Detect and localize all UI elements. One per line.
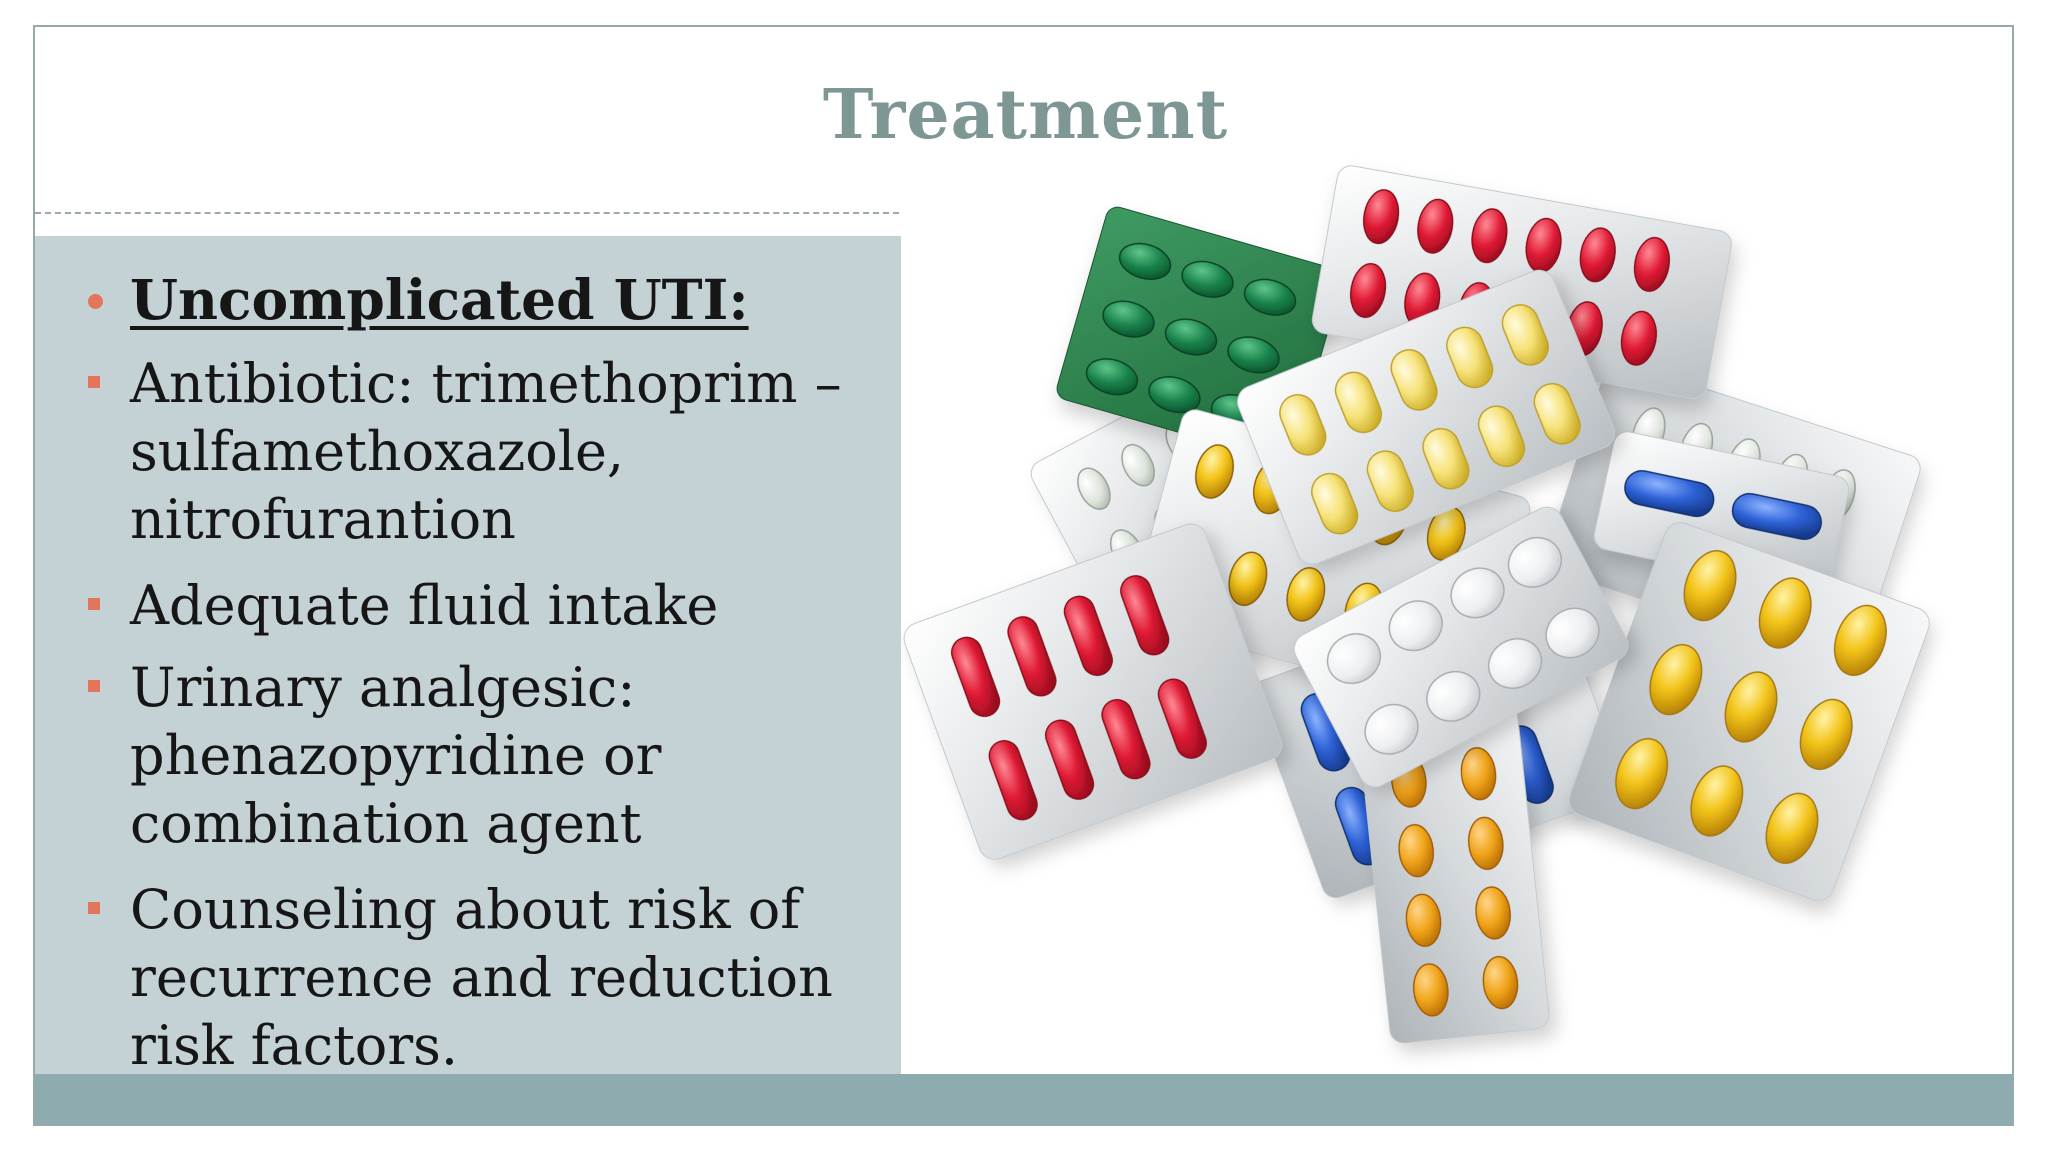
bullet-square-icon: [88, 598, 100, 610]
bullet-square-icon: [88, 680, 100, 692]
bullet-item: Urinary analgesic: phenazopyridine or co…: [88, 654, 900, 858]
bullet-item-text: Adequate fluid intake: [130, 574, 719, 637]
bullet-item: Adequate fluid intake: [88, 572, 900, 640]
bullet-heading: Uncomplicated UTI:: [88, 266, 900, 334]
bullet-dot-icon: [88, 294, 103, 309]
bullet-item-text: Counseling about risk of recurrence and …: [130, 878, 833, 1077]
slide: Treatment Uncomplicated UTI: Antibiotic:…: [33, 25, 2014, 1126]
bullet-heading-text: Uncomplicated UTI:: [130, 267, 749, 332]
bullet-item-text: Urinary analgesic: phenazopyridine or co…: [130, 656, 662, 855]
bullet-square-icon: [88, 376, 100, 388]
pills-photo: [901, 157, 2012, 1100]
bullet-item: Counseling about risk of recurrence and …: [88, 876, 900, 1080]
bullet-list: Uncomplicated UTI: Antibiotic: trimethop…: [35, 236, 901, 1100]
bullet-item: Antibiotic: trimethoprim – sulfamethoxaz…: [88, 350, 900, 554]
bullet-square-icon: [88, 902, 100, 914]
content-panel: Uncomplicated UTI: Antibiotic: trimethop…: [35, 236, 901, 1100]
slide-title: Treatment: [822, 75, 1229, 155]
title-divider: [35, 212, 899, 214]
footer-band: [35, 1074, 2012, 1124]
bullet-item-text: Antibiotic: trimethoprim – sulfamethoxaz…: [130, 352, 842, 551]
blister-pack-pills-icon: [903, 165, 1930, 1044]
